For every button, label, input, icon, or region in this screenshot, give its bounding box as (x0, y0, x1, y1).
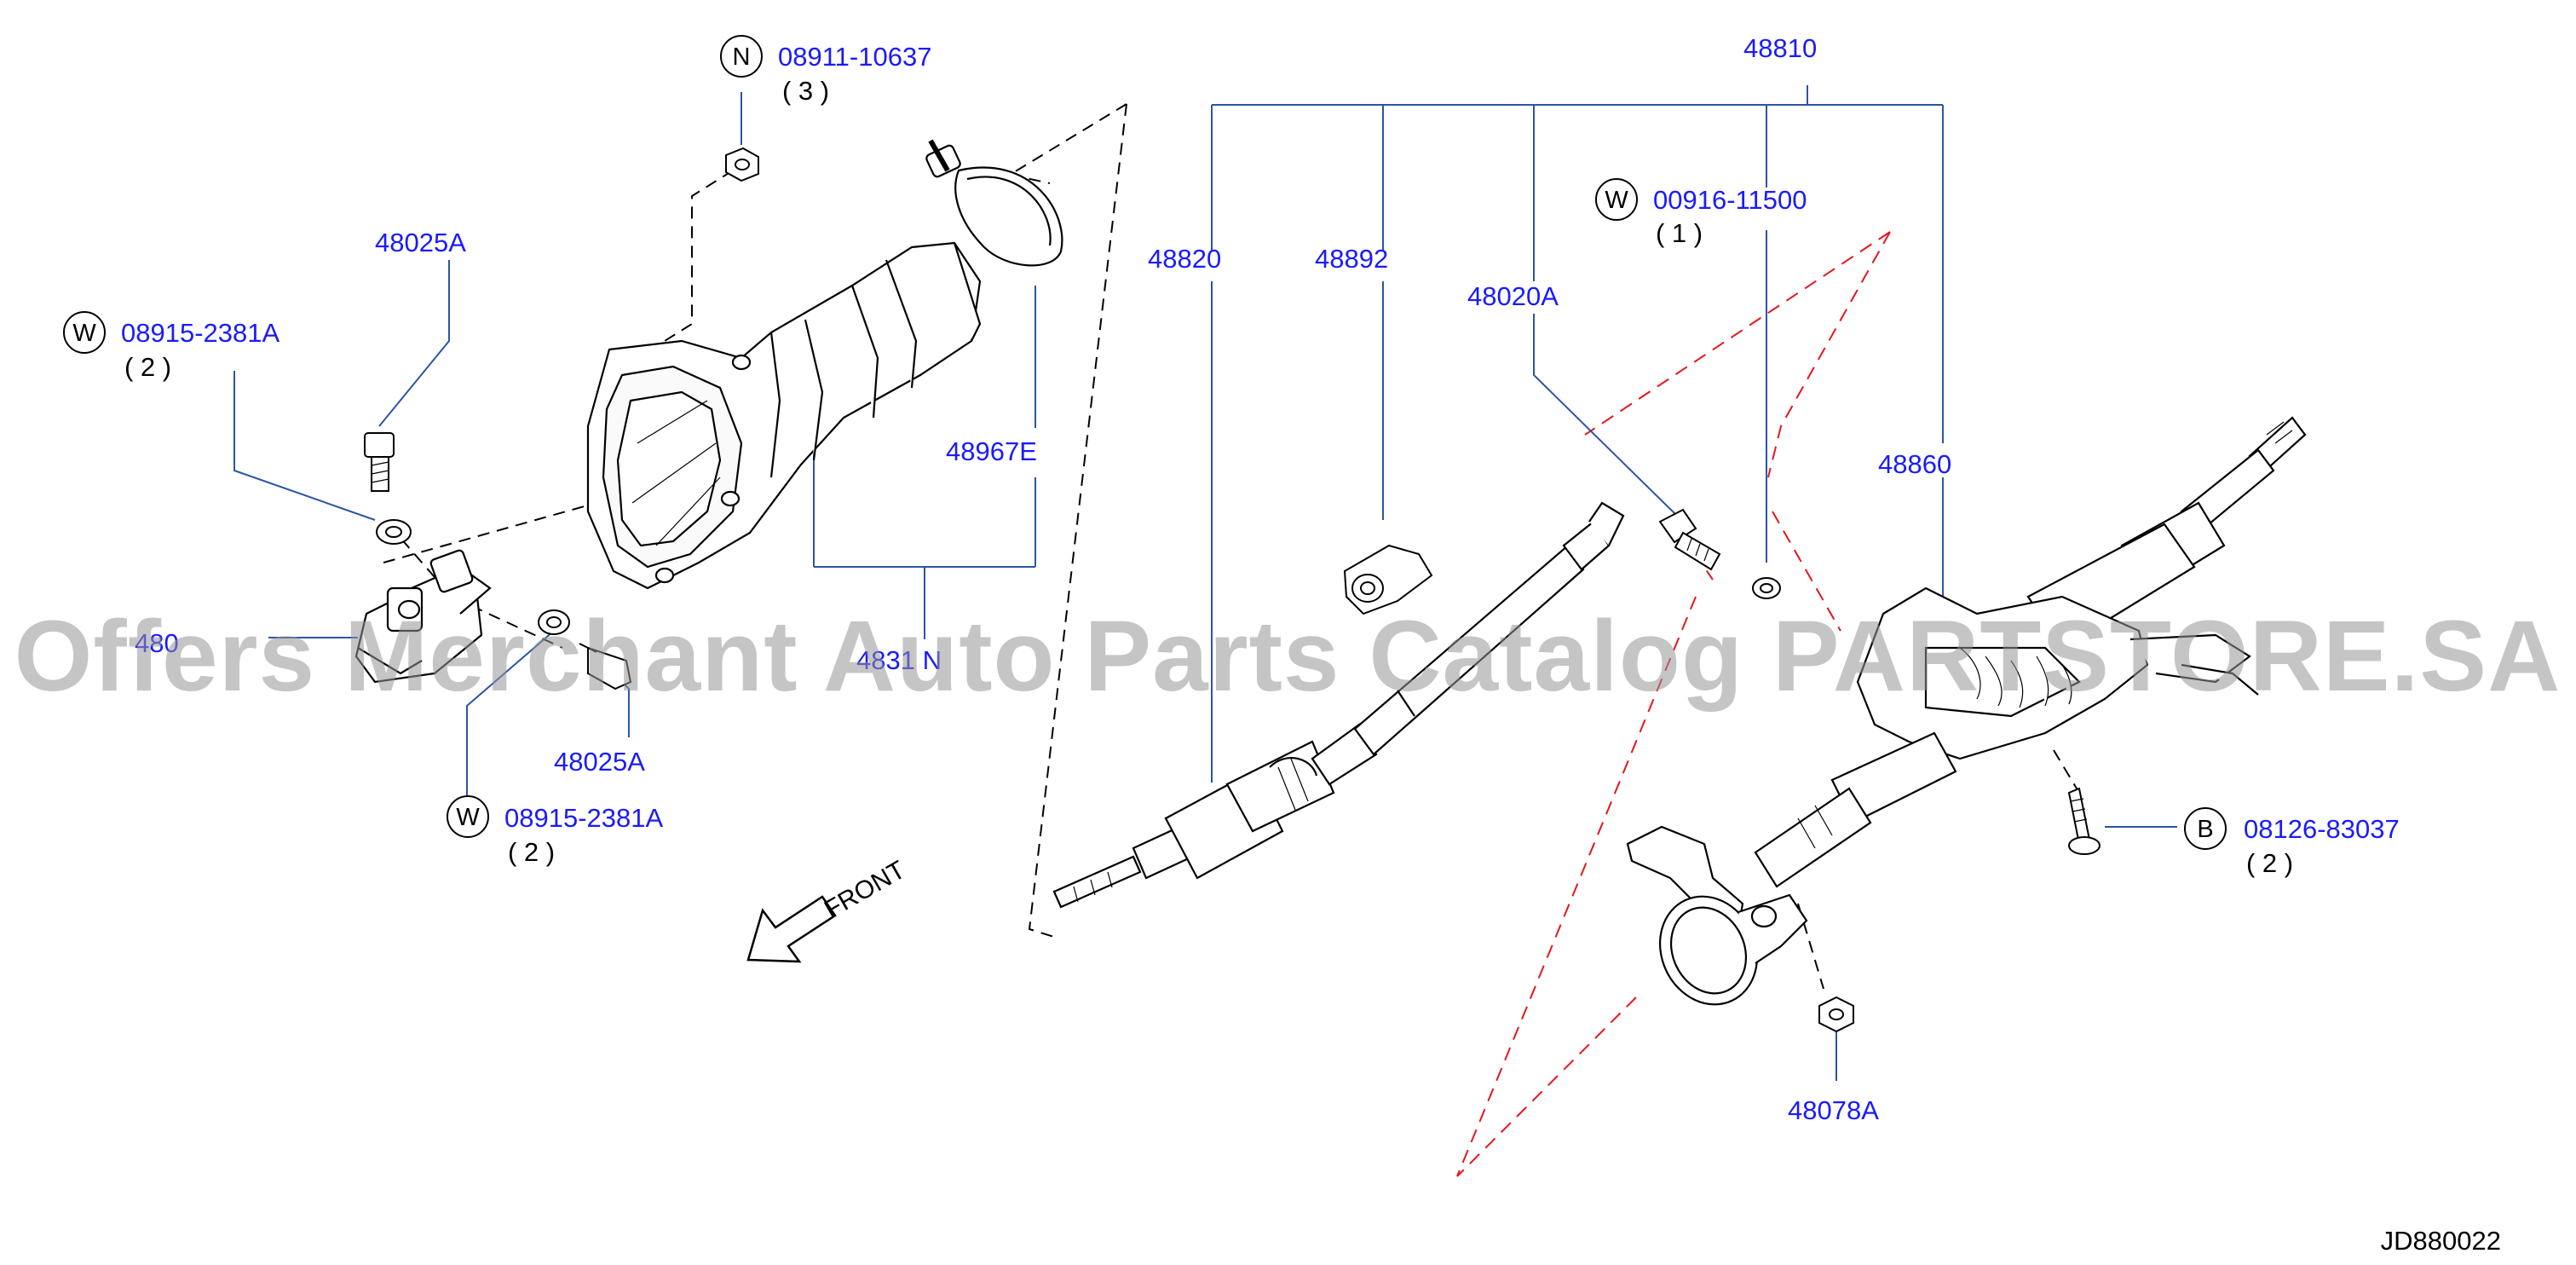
label-48820[interactable]: 48820 (1148, 244, 1221, 274)
bolt-48020a (1658, 508, 1721, 571)
label-480-partial[interactable]: 480 (135, 628, 179, 658)
qty-08126-83037: ( 2 ) (2246, 848, 2293, 878)
front-arrow-icon (746, 895, 837, 963)
label-00916-11500[interactable]: 00916-11500 (1653, 185, 1807, 215)
intermediate-shaft-48820 (1052, 501, 1625, 909)
clip-48892 (1343, 544, 1433, 615)
label-08126-83037[interactable]: 08126-83037 (2244, 814, 2400, 844)
qty-08911-10637: ( 3 ) (782, 76, 829, 106)
badge-w-bottom-letter: W (456, 804, 480, 831)
badge-n-icon (720, 35, 763, 78)
hidden-red-lines (1456, 231, 1891, 1177)
badge-w-top-icon (63, 311, 106, 354)
nut-48078a (1818, 996, 1854, 1033)
label-48025a-bottom[interactable]: 48025A (554, 747, 645, 777)
watermark: Offers Merchant Auto Parts Catalog PARTS… (14, 600, 2562, 713)
leader-lines (233, 85, 2177, 1081)
label-48892[interactable]: 48892 (1315, 244, 1388, 274)
badge-n-letter: N (733, 43, 751, 71)
badge-b-letter: B (2197, 816, 2213, 843)
badges (63, 35, 2227, 850)
label-08915-2381a-bottom[interactable]: 08915-2381A (504, 803, 663, 833)
label-08915-2381a-top[interactable]: 08915-2381A (121, 318, 279, 348)
label-08911-10637[interactable]: 08911-10637 (778, 42, 931, 72)
qty-00916-11500: ( 1 ) (1656, 218, 1703, 248)
label-48810[interactable]: 48810 (1743, 33, 1817, 63)
qty-08915-2381a-top: ( 2 ) (124, 352, 171, 382)
steering-column-48860 (1626, 416, 2307, 1006)
badge-w-top-letter: W (72, 320, 96, 347)
label-48020a[interactable]: 48020A (1467, 281, 1559, 311)
badge-w-bottom-icon (447, 795, 489, 838)
washer-00916-11500 (1752, 577, 1781, 599)
dashed-reference-lines (383, 103, 2080, 990)
label-4831n[interactable]: 4831 N (856, 645, 942, 675)
qty-08915-2381a-bottom: ( 2 ) (508, 837, 555, 867)
badge-w-right-letter: W (1605, 187, 1628, 214)
washer-08915-2381a-bottom (538, 609, 570, 635)
bolt-48025a-top (364, 432, 395, 492)
label-48860[interactable]: 48860 (1878, 449, 1951, 479)
bolt-48025a-bottom (579, 643, 632, 690)
label-48025a-top[interactable]: 48025A (375, 228, 466, 257)
universal-joint (354, 549, 492, 684)
steering-boot-48967e (586, 241, 982, 590)
badge-w-right-icon (1595, 178, 1638, 221)
nut-08911-10637 (725, 147, 759, 182)
washer-08915-2381a-top (376, 519, 412, 545)
bolt-08126-83037 (2067, 787, 2101, 855)
label-48078a[interactable]: 48078A (1788, 1095, 1879, 1125)
front-label: FRONT (820, 856, 910, 924)
badge-b-icon (2184, 807, 2227, 850)
diagram-reference: JD880022 (2381, 1226, 2501, 1256)
hose-clamp (925, 139, 1063, 267)
label-48967e[interactable]: 48967E (946, 436, 1037, 466)
